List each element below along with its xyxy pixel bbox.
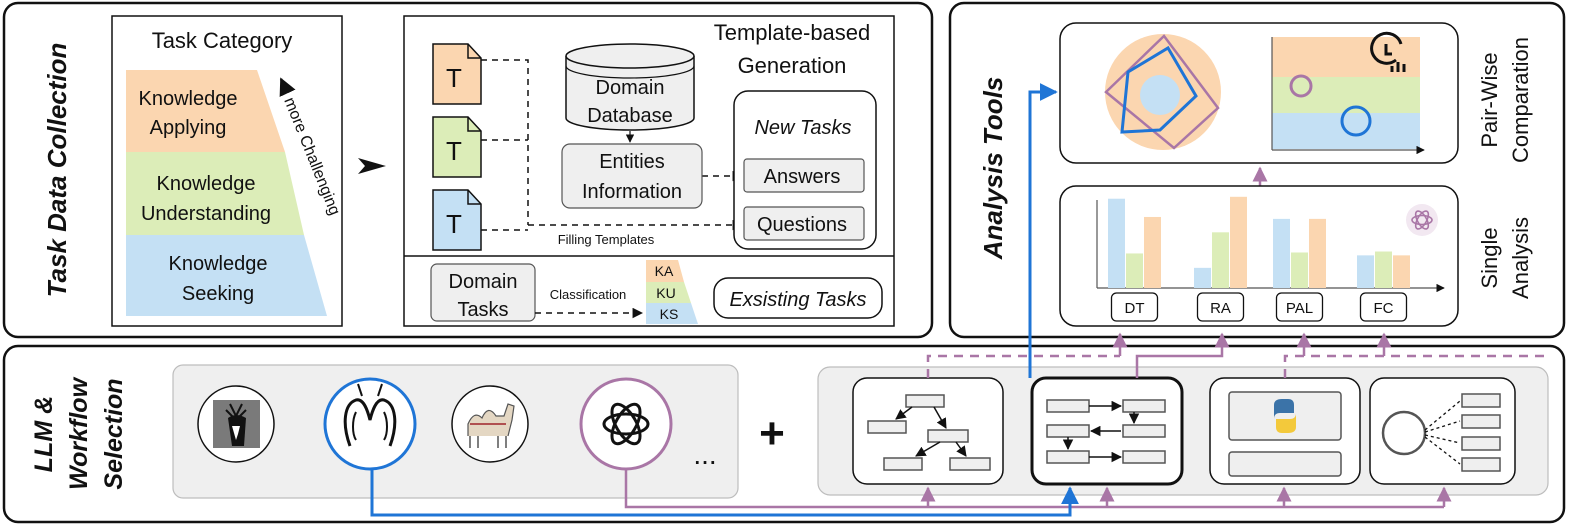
- database-line1: Domain: [596, 77, 665, 99]
- single-line1: Single: [1477, 227, 1502, 288]
- radar-chart-icon: [1104, 34, 1221, 150]
- task-category-title: Task Category: [152, 28, 293, 53]
- bar-pal-1: [1291, 252, 1308, 288]
- level-understanding-line1: Knowledge: [157, 173, 256, 195]
- database-icon: [565, 43, 695, 131]
- level-knowledge-understanding: [126, 152, 304, 235]
- llm-workflow-title-1: LLM &: [30, 396, 58, 472]
- bar-pal-0: [1273, 218, 1290, 288]
- domain-tasks-box: [430, 263, 536, 322]
- bar-chart-bars: [1108, 196, 1410, 288]
- llm-openai-icon[interactable]: [579, 377, 673, 471]
- bar-label-box-ra: [1196, 292, 1245, 322]
- tag-ku-label: KU: [656, 285, 675, 301]
- workflow-grid-icon[interactable]: [1030, 376, 1184, 486]
- tag-ka-label: KA: [655, 263, 674, 279]
- bar-chart-labels: DT RA PAL FC: [1110, 292, 1408, 322]
- llm-workflow-title-3: Selection: [100, 378, 128, 489]
- workflow-to-analysis-connectors: [926, 332, 1549, 378]
- existing-tasks-box: [713, 277, 883, 319]
- svg-text:T: T: [446, 136, 462, 166]
- database-line2: Database: [587, 105, 673, 127]
- bar-ra-1: [1212, 232, 1229, 288]
- level-knowledge-applying: [126, 70, 285, 152]
- questions-box: [743, 206, 865, 241]
- pairwise-line1: Pair-Wise: [1477, 52, 1502, 147]
- bar-fc-0: [1357, 255, 1374, 288]
- tag-ka: [646, 260, 684, 282]
- bar-fc-1: [1375, 251, 1392, 288]
- openai-logo-small-icon: [1406, 204, 1438, 236]
- bar-dt-0: [1108, 198, 1125, 288]
- bar-label-box-dt: [1110, 292, 1159, 322]
- existing-tasks-label: Exsisting Tasks: [729, 289, 866, 311]
- bar-label-fc: FC: [1374, 300, 1394, 317]
- level-applying-line2: Applying: [150, 117, 227, 139]
- analysis-tools-title: Analysis Tools: [978, 77, 1008, 261]
- workflow-python-icon[interactable]: [1209, 377, 1361, 485]
- llama-to-pairwise-connector: [370, 83, 1079, 517]
- challenge-arrow-icon: [279, 77, 296, 97]
- tag-ks-label: KS: [660, 306, 679, 322]
- template-doc-orange-icon: T: [432, 43, 482, 105]
- clock-icon: [1370, 31, 1406, 72]
- pairwise-line2: Comparation: [1508, 37, 1533, 163]
- template-generation-title-2: Generation: [738, 53, 847, 78]
- domain-tasks-line1: Domain: [449, 271, 518, 293]
- entities-box: [561, 143, 703, 209]
- task-data-collection-title: Task Data Collection: [42, 43, 72, 298]
- openai-to-workflow-connectors: [624, 469, 1452, 509]
- flow-arrow-icon: [358, 158, 386, 174]
- template-doc-green-icon: T: [432, 116, 482, 178]
- answers-box: [743, 158, 865, 193]
- single-line2: Analysis: [1508, 217, 1533, 299]
- tag-ku: [646, 282, 691, 303]
- bar-fc-2: [1393, 255, 1410, 288]
- level-seeking-line2: Seeking: [182, 283, 254, 305]
- bar-ra-2: [1230, 196, 1247, 288]
- bar-label-pal: PAL: [1286, 300, 1313, 317]
- workflow-tree-icon[interactable]: [852, 377, 1004, 485]
- llm-llama-icon[interactable]: [323, 377, 417, 471]
- llm-deer-icon[interactable]: [197, 385, 275, 463]
- bar-dt-1: [1126, 253, 1143, 288]
- llm-ellipsis: ...: [693, 439, 716, 470]
- plus-sign: +: [759, 409, 785, 458]
- filling-templates-label: Filling Templates: [558, 232, 655, 247]
- new-tasks-label: New Tasks: [754, 117, 851, 139]
- llm-workflow-title-2: Workflow: [65, 376, 93, 490]
- questions-label: Questions: [757, 214, 847, 236]
- llm-camel-icon[interactable]: [451, 385, 529, 463]
- bar-pal-2: [1309, 218, 1326, 288]
- level-knowledge-seeking: [126, 235, 327, 316]
- entities-line1: Entities: [599, 151, 665, 173]
- bar-label-box-pal: [1275, 292, 1324, 322]
- band-plot-icon: [1271, 37, 1425, 155]
- bar-dt-2: [1144, 216, 1161, 288]
- level-applying-line1: Knowledge: [139, 88, 238, 110]
- svg-text:T: T: [446, 209, 462, 239]
- bar-label-box-fc: [1359, 292, 1408, 322]
- bar-ra-0: [1194, 267, 1211, 288]
- workflow-fanout-icon[interactable]: [1369, 377, 1516, 485]
- level-understanding-line2: Understanding: [141, 203, 271, 225]
- classification-label: Classification: [550, 287, 627, 302]
- svg-text:T: T: [446, 63, 462, 93]
- domain-tasks-line2: Tasks: [457, 299, 508, 321]
- entities-line2: Information: [582, 181, 682, 203]
- tag-ks: [646, 303, 698, 324]
- template-doc-blue-icon: T: [432, 189, 482, 251]
- answers-label: Answers: [764, 166, 841, 188]
- bar-label-ra: RA: [1210, 300, 1231, 317]
- template-generation-title-1: Template-based: [714, 20, 871, 45]
- level-seeking-line1: Knowledge: [169, 253, 268, 275]
- bar-label-dt: DT: [1125, 300, 1145, 317]
